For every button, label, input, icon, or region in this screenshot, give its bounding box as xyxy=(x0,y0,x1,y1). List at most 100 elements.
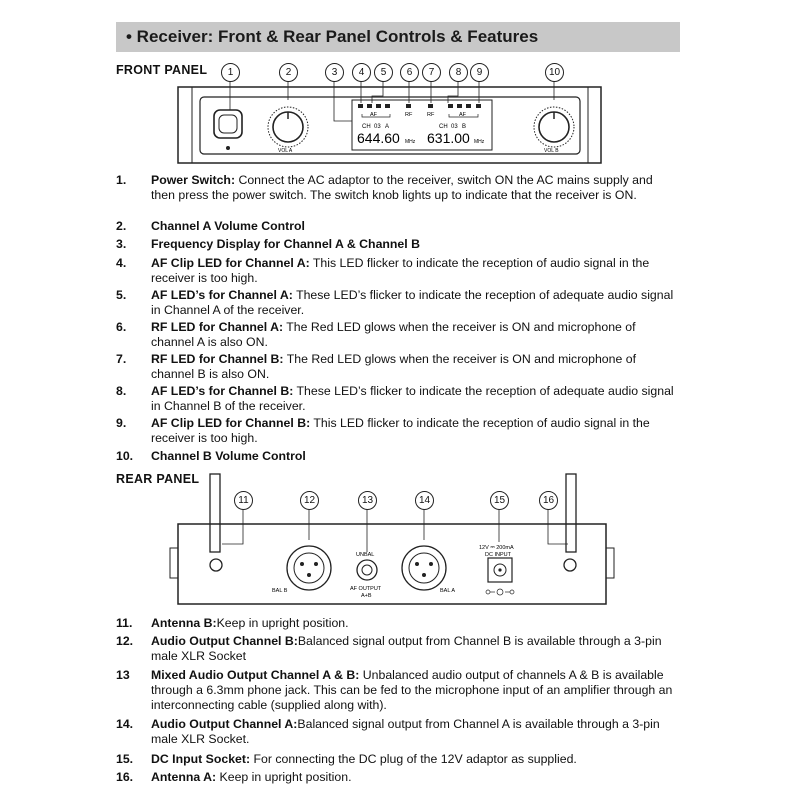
item-number: 11. xyxy=(116,616,133,630)
callout-4: 4 xyxy=(352,63,371,82)
item-title: Channel B Volume Control xyxy=(151,449,306,463)
item-title: Frequency Display for Channel A & Channe… xyxy=(151,237,420,251)
list-item: 15. DC Input Socket: For connecting the … xyxy=(116,752,676,767)
callout-11: 11 xyxy=(234,491,253,510)
list-item: 6. RF LED for Channel A: The Red LED glo… xyxy=(116,320,676,350)
af-label-b: AF xyxy=(459,112,467,118)
item-title: AF Clip LED for Channel B: xyxy=(151,416,311,430)
item-number: 1. xyxy=(116,173,127,187)
item-number: 10. xyxy=(116,449,134,463)
item-number: 6. xyxy=(116,320,127,334)
ch-letter-a: A xyxy=(385,124,389,130)
item-text: For connecting the DC plug of the 12V ad… xyxy=(250,752,577,766)
item-number: 13 xyxy=(116,668,130,682)
item-title: RF LED for Channel B: xyxy=(151,352,284,366)
item-number: 8. xyxy=(116,384,127,398)
item-title: Audio Output Channel B: xyxy=(151,634,298,648)
callout-13: 13 xyxy=(358,491,377,510)
dc-rating-label: 12V ⎓ 200mA xyxy=(479,545,514,551)
item-title: Channel A Volume Control xyxy=(151,219,305,233)
item-title: Antenna A: xyxy=(151,770,217,784)
item-text: Balanced signal output from Channel B is… xyxy=(151,634,662,663)
list-item: 5. AF LED’s for Channel A: These LED’s f… xyxy=(116,288,676,318)
callout-12: 12 xyxy=(300,491,319,510)
item-number: 14. xyxy=(116,717,134,731)
item-text: Unbalanced audio output of channels A & … xyxy=(151,668,673,712)
item-number: 9. xyxy=(116,416,127,430)
item-number: 7. xyxy=(116,352,127,366)
freq-display-b: 631.00 xyxy=(427,130,470,146)
item-text: The Red LED glows when the receiver is O… xyxy=(151,320,636,349)
af-output-label: AF OUTPUT xyxy=(350,586,382,592)
item-title: Mixed Audio Output Channel A & B: xyxy=(151,668,360,682)
section-title: • Receiver: Front & Rear Panel Controls … xyxy=(126,27,539,46)
item-text: Connect the AC adaptor to the receiver, … xyxy=(151,173,653,202)
callout-5: 5 xyxy=(374,63,393,82)
list-item: 4. AF Clip LED for Channel A: This LED f… xyxy=(116,256,676,286)
item-title: RF LED for Channel A: xyxy=(151,320,284,334)
item-text: These LED’s flicker to indicate the rece… xyxy=(151,384,674,413)
item-title: DC Input Socket: xyxy=(151,752,251,766)
ch-num-a: 03 xyxy=(374,124,381,130)
list-item: 1. Power Switch: Connect the AC adaptor … xyxy=(116,173,676,203)
list-item: 14. Audio Output Channel A:Balanced sign… xyxy=(116,717,676,747)
unbal-label: UNBAL xyxy=(356,552,374,558)
rf-label-a: RF xyxy=(405,112,413,118)
list-item: 3. Frequency Display for Channel A & Cha… xyxy=(116,237,676,252)
item-number: 12. xyxy=(116,634,134,648)
callout-6: 6 xyxy=(400,63,419,82)
item-number: 3. xyxy=(116,237,127,251)
dc-input-label: DC INPUT xyxy=(485,552,512,558)
a-plus-b-label: A+B xyxy=(361,593,372,599)
item-text: Keep in upright position. xyxy=(216,770,352,784)
mhz-label-b: MHz xyxy=(474,139,485,145)
callout-2: 2 xyxy=(279,63,298,82)
callout-10: 10 xyxy=(545,63,564,82)
callout-9: 9 xyxy=(470,63,489,82)
callout-16: 16 xyxy=(539,491,558,510)
item-text: The Red LED glows when the receiver is O… xyxy=(151,352,636,381)
callout-8: 8 xyxy=(449,63,468,82)
item-number: 2. xyxy=(116,219,127,233)
item-title: Audio Output Channel A: xyxy=(151,717,298,731)
rear-panel-label: REAR PANEL xyxy=(116,472,200,486)
af-label-a: AF xyxy=(370,112,378,118)
list-item: 11. Antenna B:Keep in upright position. xyxy=(116,616,676,631)
item-title: Antenna B: xyxy=(151,616,217,630)
list-item: 16. Antenna A: Keep in upright position. xyxy=(116,770,676,785)
callout-14: 14 xyxy=(415,491,434,510)
list-item: 2. Channel A Volume Control xyxy=(116,219,676,234)
item-text: Balanced signal output from Channel A is… xyxy=(151,717,660,746)
item-title: Power Switch: xyxy=(151,173,236,187)
callout-1: 1 xyxy=(221,63,240,82)
rf-label-b: RF xyxy=(427,112,435,118)
list-item: 12. Audio Output Channel B:Balanced sign… xyxy=(116,634,676,664)
list-item: 13 Mixed Audio Output Channel A & B: Unb… xyxy=(116,668,676,713)
section-title-bar: • Receiver: Front & Rear Panel Controls … xyxy=(116,22,680,52)
mhz-label-a: MHz xyxy=(405,139,416,145)
item-number: 15. xyxy=(116,752,134,766)
ch-label-a: CH xyxy=(362,124,371,130)
list-item: 7. RF LED for Channel B: The Red LED glo… xyxy=(116,352,676,382)
vol-b-label: VOL B xyxy=(544,148,559,154)
item-text: These LED’s flicker to indicate the rece… xyxy=(151,288,674,317)
item-number: 4. xyxy=(116,256,127,270)
bal-b-label: BAL B xyxy=(272,588,288,594)
front-panel-label: FRONT PANEL xyxy=(116,63,208,77)
ch-letter-b: B xyxy=(462,124,466,130)
item-number: 5. xyxy=(116,288,127,302)
ch-label-b: CH xyxy=(439,124,448,130)
callout-7: 7 xyxy=(422,63,441,82)
callout-15: 15 xyxy=(490,491,509,510)
item-text: This LED flicker to indicate the recepti… xyxy=(151,256,650,285)
callout-3: 3 xyxy=(325,63,344,82)
item-text: Keep in upright position. xyxy=(216,616,349,630)
list-item: 8. AF LED’s for Channel B: These LED’s f… xyxy=(116,384,676,414)
bal-a-label: BAL A xyxy=(440,588,455,594)
item-title: AF LED’s for Channel A: xyxy=(151,288,293,302)
list-item: 10. Channel B Volume Control xyxy=(116,449,676,464)
ch-num-b: 03 xyxy=(451,124,458,130)
item-text: This LED flicker to indicate the recepti… xyxy=(151,416,650,445)
